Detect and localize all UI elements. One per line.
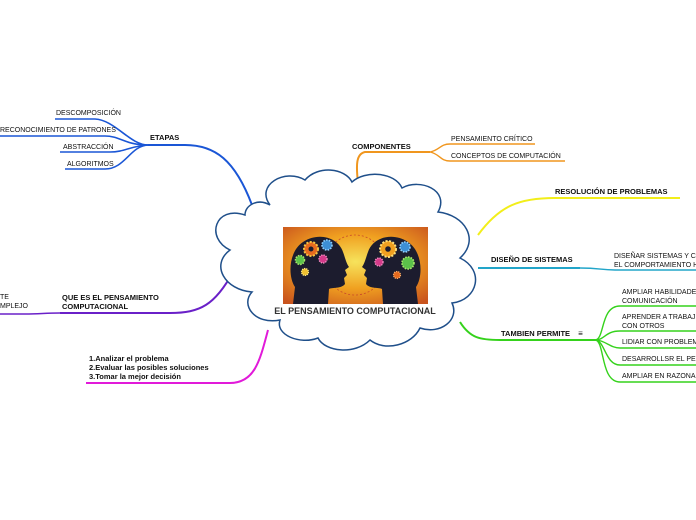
subtopic-que-es-detail[interactable]: TE MPLEJO [0, 293, 28, 311]
subtopic-aprender-trabajar[interactable]: APRENDER A TRABAJ CON OTROS [622, 313, 695, 331]
topic-diseno[interactable]: DISEÑO DE SISTEMAS [491, 255, 573, 264]
gear-icon [294, 239, 333, 277]
topic-componentes[interactable]: COMPONENTES [352, 142, 411, 151]
topic-etapas[interactable]: ETAPAS [150, 133, 180, 142]
subtopic-line: APRENDER A TRABAJ [622, 314, 696, 321]
topic-resolucion[interactable]: RESOLUCIÓN DE PROBLEMAS [555, 187, 668, 196]
subtopic-ampliar-razonamiento[interactable]: AMPLIAR EN RAZONA [622, 373, 696, 380]
subtopic-disenar-sistemas[interactable]: DISEÑAR SISTEMAS Y C EL COMPORTAMIENTO H [614, 252, 696, 270]
branch-etapas [0, 118, 253, 206]
subtopic-line: TE [0, 294, 9, 301]
subtopic-descomposicion[interactable]: DESCOMPOSICIÓN [56, 110, 121, 117]
paso-line: 2.Evaluar las posibles soluciones [89, 363, 209, 372]
subtopic-line: COMUNICACIÓN [622, 298, 678, 305]
topic-pasos[interactable]: 1.Analizar el problema 2.Evaluar las pos… [89, 354, 209, 381]
central-topic-title[interactable]: EL PENSAMIENTO COMPUTACIONAL [274, 306, 436, 316]
branch-pasos [86, 329, 269, 384]
paso-line: 3.Tomar la mejor decisión [89, 372, 181, 381]
subtopic-desarrollar[interactable]: DESARROLLSR EL PE [622, 356, 696, 363]
paso-line: 1.Analizar el problema [89, 354, 169, 363]
topic-tambien-label: TAMBIEN PERMITE [501, 329, 571, 338]
subtopic-abstraccion[interactable]: ABSTRACCIÓN [63, 144, 114, 151]
branch-tambien [459, 305, 696, 383]
subtopic-line: MPLEJO [0, 303, 29, 310]
notes-icon[interactable]: ≡ [578, 329, 583, 338]
left-head-silhouette [290, 236, 349, 304]
branch-resolucion [477, 197, 680, 236]
subtopic-line: AMPLIAR HABILIDADE [622, 289, 696, 296]
subtopic-disenar-line1: DISEÑAR SISTEMAS Y C [614, 253, 696, 260]
topic-tambien-permite[interactable]: TAMBIEN PERMITE ≡ [501, 329, 583, 338]
branch-diseno [478, 267, 696, 271]
branch-que-es [0, 271, 234, 315]
gear-icon [374, 240, 415, 280]
subtopic-pensamiento-critico[interactable]: PENSAMIENTO CRÍTICO [451, 136, 533, 143]
topic-que-es-line1: QUE ES EL PENSAMIENTO [62, 293, 159, 302]
central-image [283, 227, 428, 304]
subtopic-algoritmos[interactable]: ALGORITMOS [67, 161, 114, 168]
right-head-silhouette [362, 236, 421, 304]
subtopic-ampliar-habilidades[interactable]: AMPLIAR HABILIDADE COMUNICACIÓN [622, 288, 696, 306]
subtopic-line: CON OTROS [622, 323, 665, 330]
subtopic-lidiar-problemas[interactable]: LIDIAR CON PROBLEM [622, 339, 696, 346]
subtopic-reconocimiento[interactable]: RECONOCIMIENTO DE PATRONES [0, 127, 116, 134]
subtopic-conceptos-computacion[interactable]: CONCEPTOS DE COMPUTACIÓN [451, 153, 561, 160]
topic-que-es[interactable]: QUE ES EL PENSAMIENTO COMPUTACIONAL [62, 293, 159, 311]
subtopic-disenar-line2: EL COMPORTAMIENTO H [614, 262, 696, 269]
topic-que-es-line2: COMPUTACIONAL [62, 302, 129, 311]
